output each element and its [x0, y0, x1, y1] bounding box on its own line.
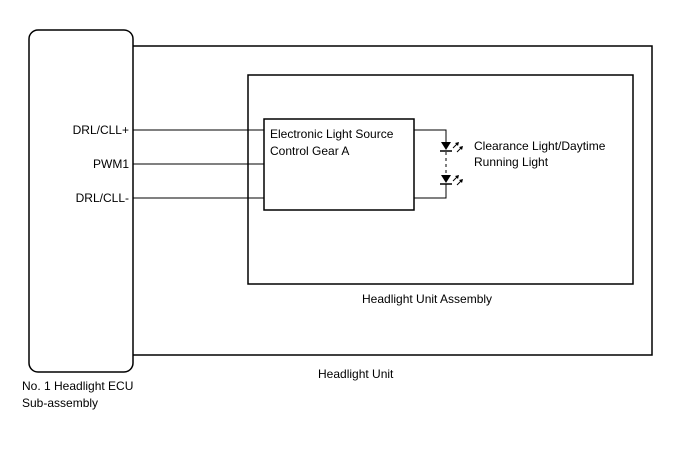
pin-label: PWM1 — [93, 157, 129, 171]
headlight-unit-assembly-box — [247, 74, 634, 285]
headlight-unit-label: Headlight Unit — [318, 367, 394, 381]
led-icon — [440, 142, 463, 153]
ecu-label-line1: No. 1 Headlight ECU — [22, 379, 133, 393]
control-gear-box — [263, 118, 415, 211]
led-wire-bottom — [414, 184, 447, 199]
ecu-box — [28, 29, 134, 373]
control-gear-label-line2: Control Gear A — [270, 144, 349, 158]
pin-label: DRL/CLL- — [76, 191, 129, 205]
control-gear-label-line1: Electronic Light Source — [270, 127, 394, 141]
light-label-line2: Running Light — [474, 155, 549, 169]
headlight-unit-assembly-label: Headlight Unit Assembly — [362, 292, 492, 306]
pin-label: DRL/CLL+ — [73, 123, 129, 137]
led-icon — [440, 175, 463, 186]
light-label-line1: Clearance Light/Daytime — [474, 139, 606, 153]
led-wire-top — [414, 129, 447, 142]
ecu-label-line2: Sub-assembly — [22, 396, 98, 410]
